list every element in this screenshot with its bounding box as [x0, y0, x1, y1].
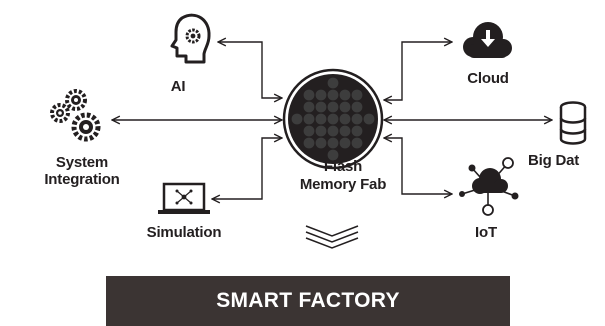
head-gear-icon	[170, 13, 211, 64]
wafer-die	[303, 101, 315, 113]
arrow-ai	[218, 42, 282, 98]
banner-label: SMART FACTORY	[216, 289, 400, 312]
wafer-die	[351, 101, 363, 113]
wafer-die	[351, 137, 363, 149]
arrow-iot	[384, 138, 452, 194]
wafer-die	[327, 149, 339, 161]
wafer-die	[291, 113, 303, 125]
wafer-die	[303, 89, 315, 101]
node-label-big-data: Big Dat	[528, 152, 580, 169]
wafer-die	[327, 113, 339, 125]
wafer-die	[303, 113, 315, 125]
wafer-die	[327, 125, 339, 137]
node-label-simulation: Simulation	[146, 224, 222, 241]
chevron-down-icon	[305, 225, 359, 249]
hub-label: Flash Memory Fab	[288, 158, 398, 194]
wafer-die	[351, 125, 363, 137]
smart-factory-banner: SMART FACTORY	[106, 276, 510, 326]
arrow-simulation	[212, 138, 282, 199]
cloud-network-icon	[459, 157, 519, 216]
label-line: Flash	[323, 158, 363, 175]
wafer-die	[303, 137, 315, 149]
wafer-die	[339, 125, 351, 137]
wafer-die	[363, 113, 375, 125]
wafer-die	[315, 125, 327, 137]
wafer-die	[327, 101, 339, 113]
node-label-cloud: Cloud	[467, 70, 509, 87]
wafer-die	[327, 137, 339, 149]
wafer-die	[339, 113, 351, 125]
database-icon	[559, 101, 587, 145]
wafer-die	[315, 113, 327, 125]
wafer-die	[327, 89, 339, 101]
label-line: Integration	[44, 171, 120, 188]
wafer-die	[315, 89, 327, 101]
wafer-die	[315, 101, 327, 113]
wafer-die	[351, 89, 363, 101]
wafer-die	[303, 125, 315, 137]
wafer-icon	[282, 68, 384, 170]
node-label-iot: IoT	[475, 224, 497, 241]
node-label-ai: AI	[170, 78, 186, 95]
cloud-download-icon	[463, 22, 512, 58]
wafer-die	[315, 137, 327, 149]
laptop-network-icon	[158, 182, 210, 214]
node-label-system-integration: System Integration	[26, 154, 138, 188]
wafer-die	[339, 101, 351, 113]
connectors	[112, 42, 552, 199]
wafer-die	[327, 77, 339, 89]
wafer-die	[339, 89, 351, 101]
wafer-die	[339, 137, 351, 149]
gears-icon	[50, 89, 101, 142]
label-line: Memory Fab	[299, 176, 387, 193]
label-line: System	[55, 154, 109, 171]
arrow-cloud	[384, 42, 452, 100]
wafer-die	[351, 113, 363, 125]
